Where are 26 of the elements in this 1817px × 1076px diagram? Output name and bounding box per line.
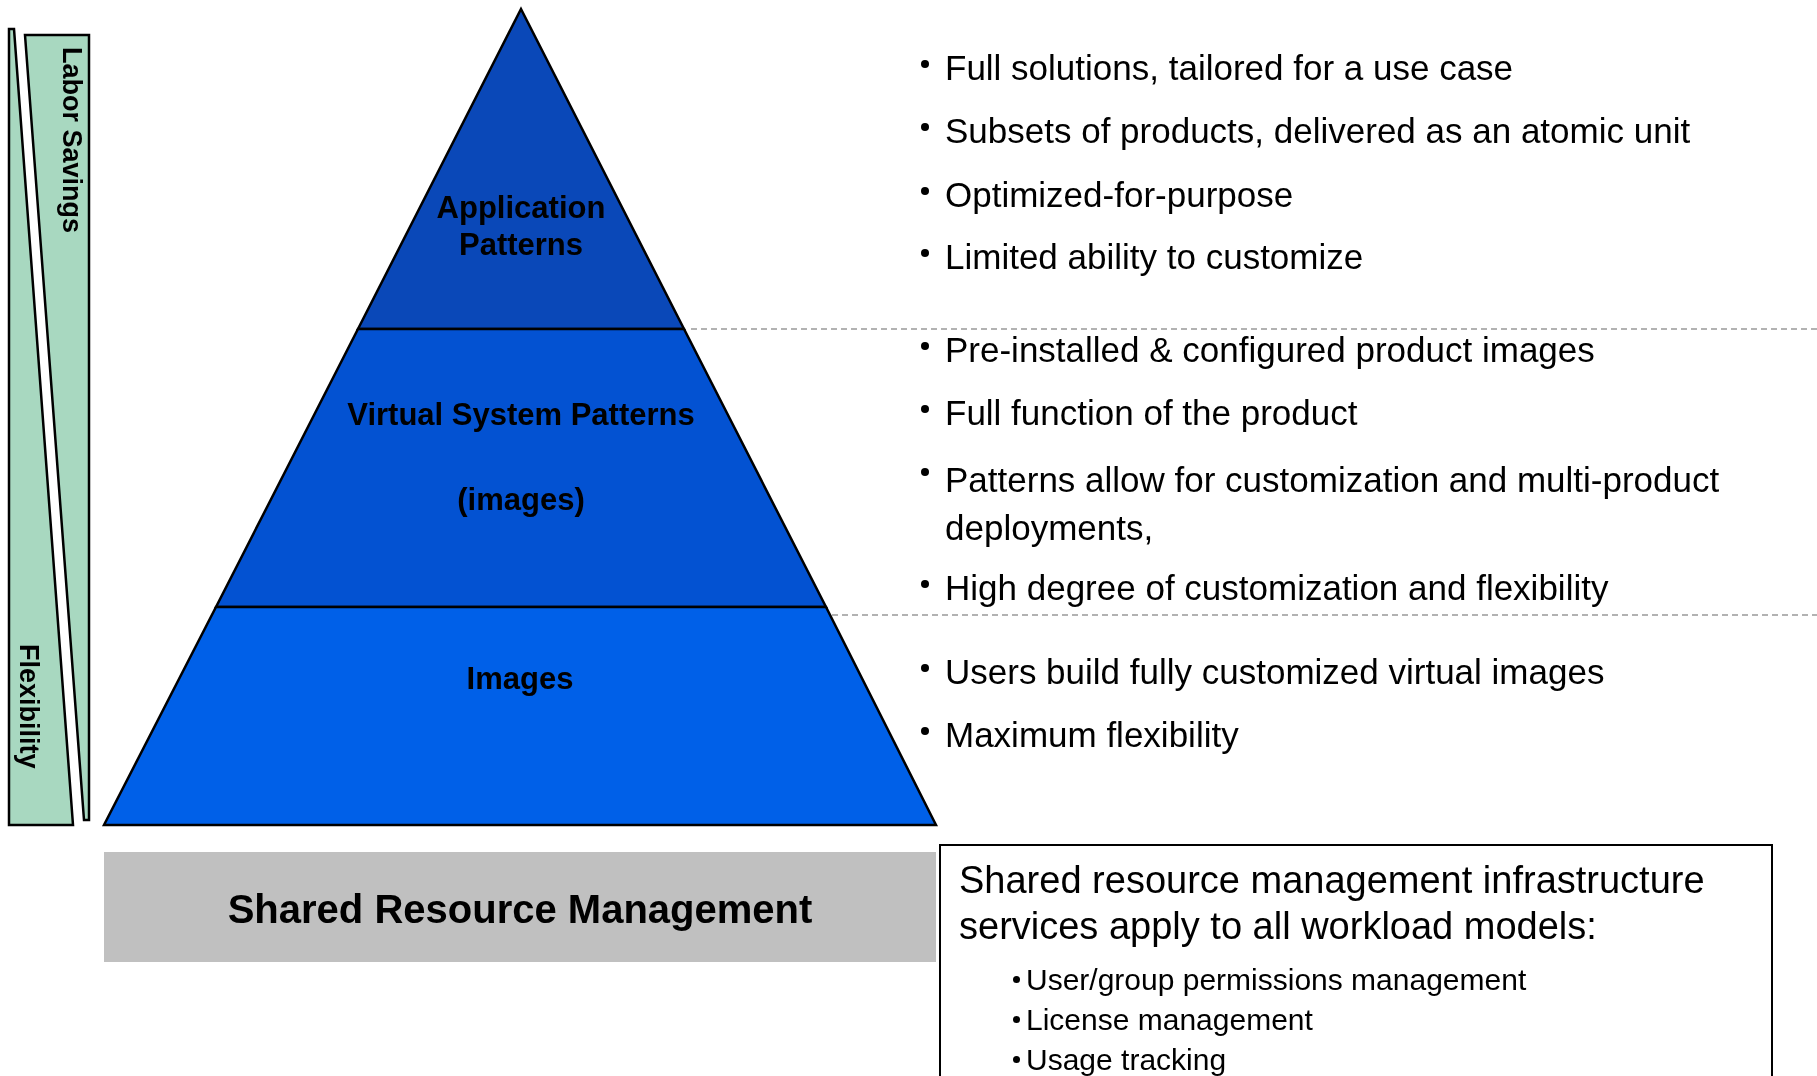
bullet-text: Limited ability to customize xyxy=(945,237,1364,277)
pyramid-tier xyxy=(216,329,826,607)
bullet-text: Subsets of products, delivered as an atomic unit xyxy=(945,111,1691,151)
tier-label: Images xyxy=(465,660,575,698)
tier-label: Shared Resource Management xyxy=(226,886,814,933)
bullet-text: Full solutions, tailored for a use case xyxy=(945,48,1514,88)
bullet-text: Users build fully customized virtual images xyxy=(945,652,1605,692)
bullet-text: Optimized-for-purpose xyxy=(945,175,1294,215)
axis-label: Flexibility xyxy=(13,644,45,771)
pyramid-tier xyxy=(358,9,684,329)
pyramid-tier xyxy=(104,607,936,825)
tier-sublabel: (images) xyxy=(456,481,586,519)
tier-label: Virtual System Patterns xyxy=(346,396,696,434)
bullet-text: Maximum flexibility xyxy=(945,715,1239,755)
bullet-text: License management xyxy=(1026,1002,1313,1038)
bullet-text: User/group permissions management xyxy=(1026,962,1527,998)
box-heading: Shared resource management infrastructure services apply to all workload models: xyxy=(959,858,1706,949)
bullet-text: Pre-installed & configured product images xyxy=(945,330,1595,370)
bullet-text: Usage tracking xyxy=(1026,1042,1227,1076)
bullet-text: High degree of customization and flexibility xyxy=(945,568,1609,608)
tier-label: Application Patterns xyxy=(435,189,607,264)
foundation-bar xyxy=(104,852,936,962)
axis-label: Labor Savings xyxy=(56,47,88,236)
bullet-text: Full function of the product xyxy=(945,393,1358,433)
info-box xyxy=(939,844,1773,1076)
bullet-text: Patterns allow for customization and multi-product deployments, xyxy=(945,459,1721,549)
